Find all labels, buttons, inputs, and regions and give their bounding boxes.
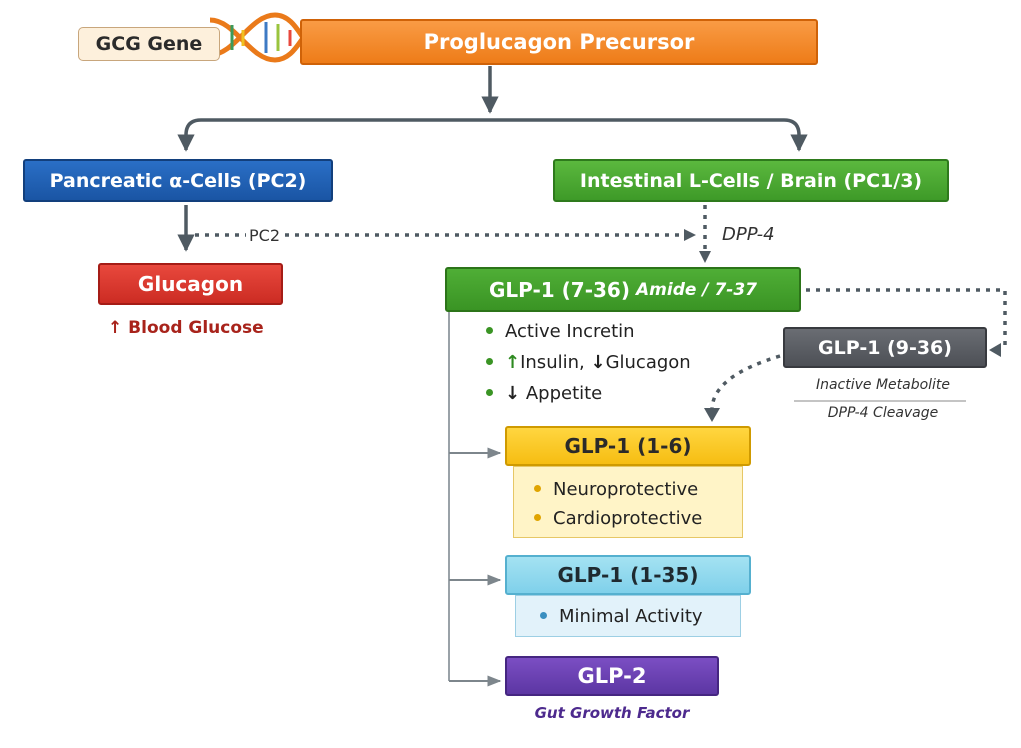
gut-growth-factor-note: Gut Growth Factor [534,704,690,722]
pc2-edge-label: PC2 [246,226,283,245]
intestinal-l-cells-node: Intestinal L-Cells / Brain (PC1/3) [553,159,949,202]
glp2-label: GLP-2 [577,664,647,688]
glp1-1-35-node: GLP-1 (1-35) [505,555,751,595]
pc2-arrowhead [684,229,696,241]
glp2-node: GLP-2 [505,656,719,696]
936-to-16-dotted-connector [710,354,781,411]
proglucagon-label: Proglucagon Precursor [423,30,695,54]
glucagon-label: Glucagon [137,272,244,296]
bullet-dot-icon [486,357,493,365]
blood-glucose-text: Blood Glucose [128,318,264,338]
glp1-7-36-node: GLP-1 (7-36) Amide / 7-37 [445,267,801,312]
alpha-cells-label: Pancreatic α-Cells (PC2) [49,169,307,192]
bullet-appetite: ↓ Appetite [486,383,602,404]
bullet-dot-icon [534,513,541,521]
pancreatic-alpha-cells-node: Pancreatic α-Cells (PC2) [23,159,333,202]
split-connector [177,118,808,152]
glp1-1-6-node: GLP-1 (1-6) [505,426,751,466]
bullet-neuroprotective: Neuroprotective [534,479,698,500]
bullet-active-incretin: Active Incretin [486,321,635,342]
glucagon-node: Glucagon [98,263,283,305]
dpp4-arrowhead [699,251,711,263]
glp1-1-35-label: GLP-1 (1-35) [557,563,699,587]
glp1-1-6-label: GLP-1 (1-6) [564,434,692,458]
bullet-insulin-glucagon: ↑Insulin, ↓Glucagon [486,352,691,373]
gcg-gene-node: GCG Gene [78,27,220,61]
inactive-metabolite-note: Inactive Metabolite [815,377,951,393]
dpp4-edge-label: DPP-4 [722,224,775,245]
bullet-dot-icon [534,484,541,492]
bullet-cardioprotective: Cardioprotective [534,508,702,529]
dna-helix-icon [209,12,307,63]
glp1-9-36-node: GLP-1 (9-36) [783,327,987,368]
glp1-9-36-label: GLP-1 (9-36) [818,336,952,359]
l-cells-label: Intestinal L-Cells / Brain (PC1/3) [579,169,923,192]
down-arrow-icon: ↓ [590,352,606,373]
up-arrow-icon: ↑ [108,318,123,338]
down-arrow-icon: ↓ [505,383,521,404]
up-arrow-icon: ↑ [505,352,521,373]
glp1-7-36-label: GLP-1 (7-36) [489,277,630,302]
proglucagon-precursor-node: Proglucagon Precursor [300,19,818,65]
glp1-7-36-suffix: Amide / 7-37 [636,279,757,300]
bullet-dot-icon [486,326,493,334]
blood-glucose-note: ↑ Blood Glucose [108,318,264,338]
glp1-1-35-panel: Minimal Activity [515,595,741,637]
gcg-gene-label: GCG Gene [95,33,203,55]
glp1-to-936-arrowhead [989,343,1001,357]
bullet-dot-icon [486,388,493,396]
bullet-dot-icon [540,611,547,619]
dpp4-cleavage-note: DPP-4 Cleavage [827,405,939,421]
bullet-minimal-activity: Minimal Activity [540,606,703,627]
936-to-16-arrowhead [704,408,720,422]
glp1-1-6-panel: Neuroprotective Cardioprotective [513,466,743,538]
